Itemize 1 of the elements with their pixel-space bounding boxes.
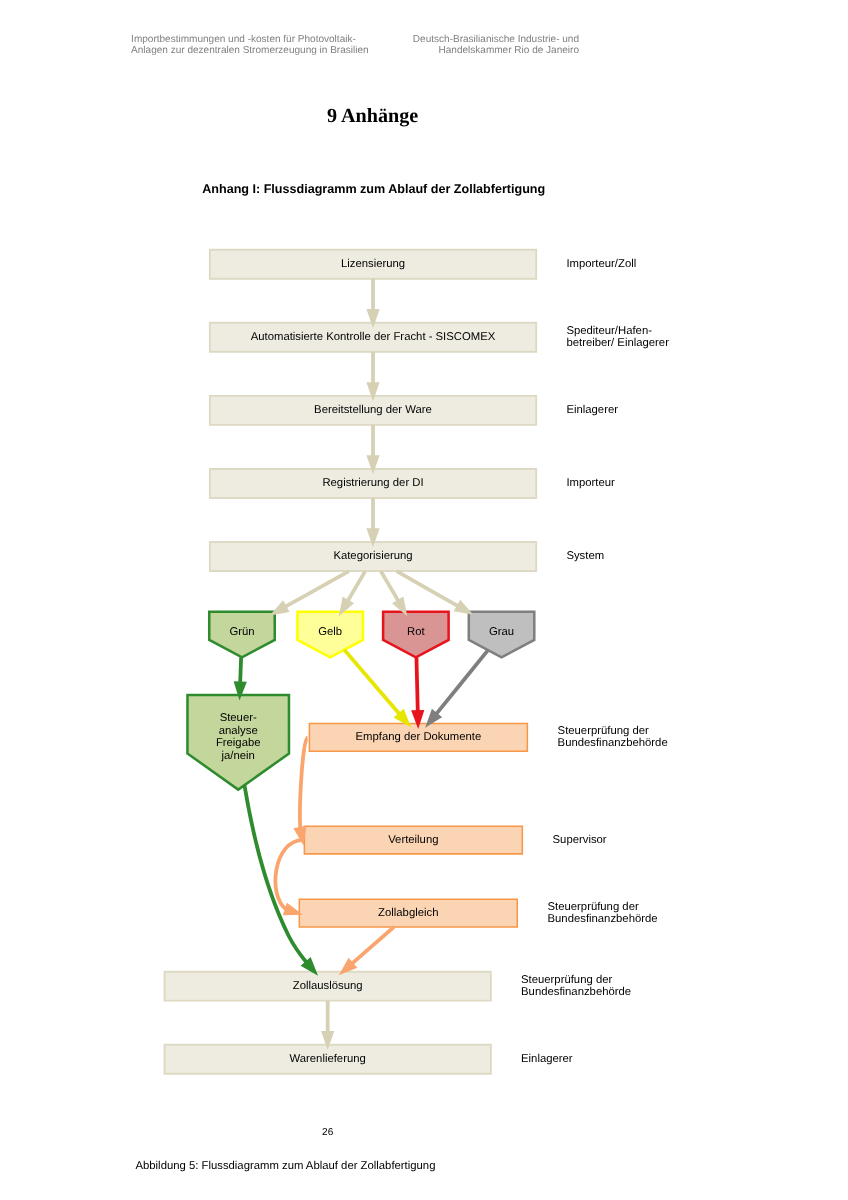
label: 9 Anhänge <box>326 105 418 128</box>
